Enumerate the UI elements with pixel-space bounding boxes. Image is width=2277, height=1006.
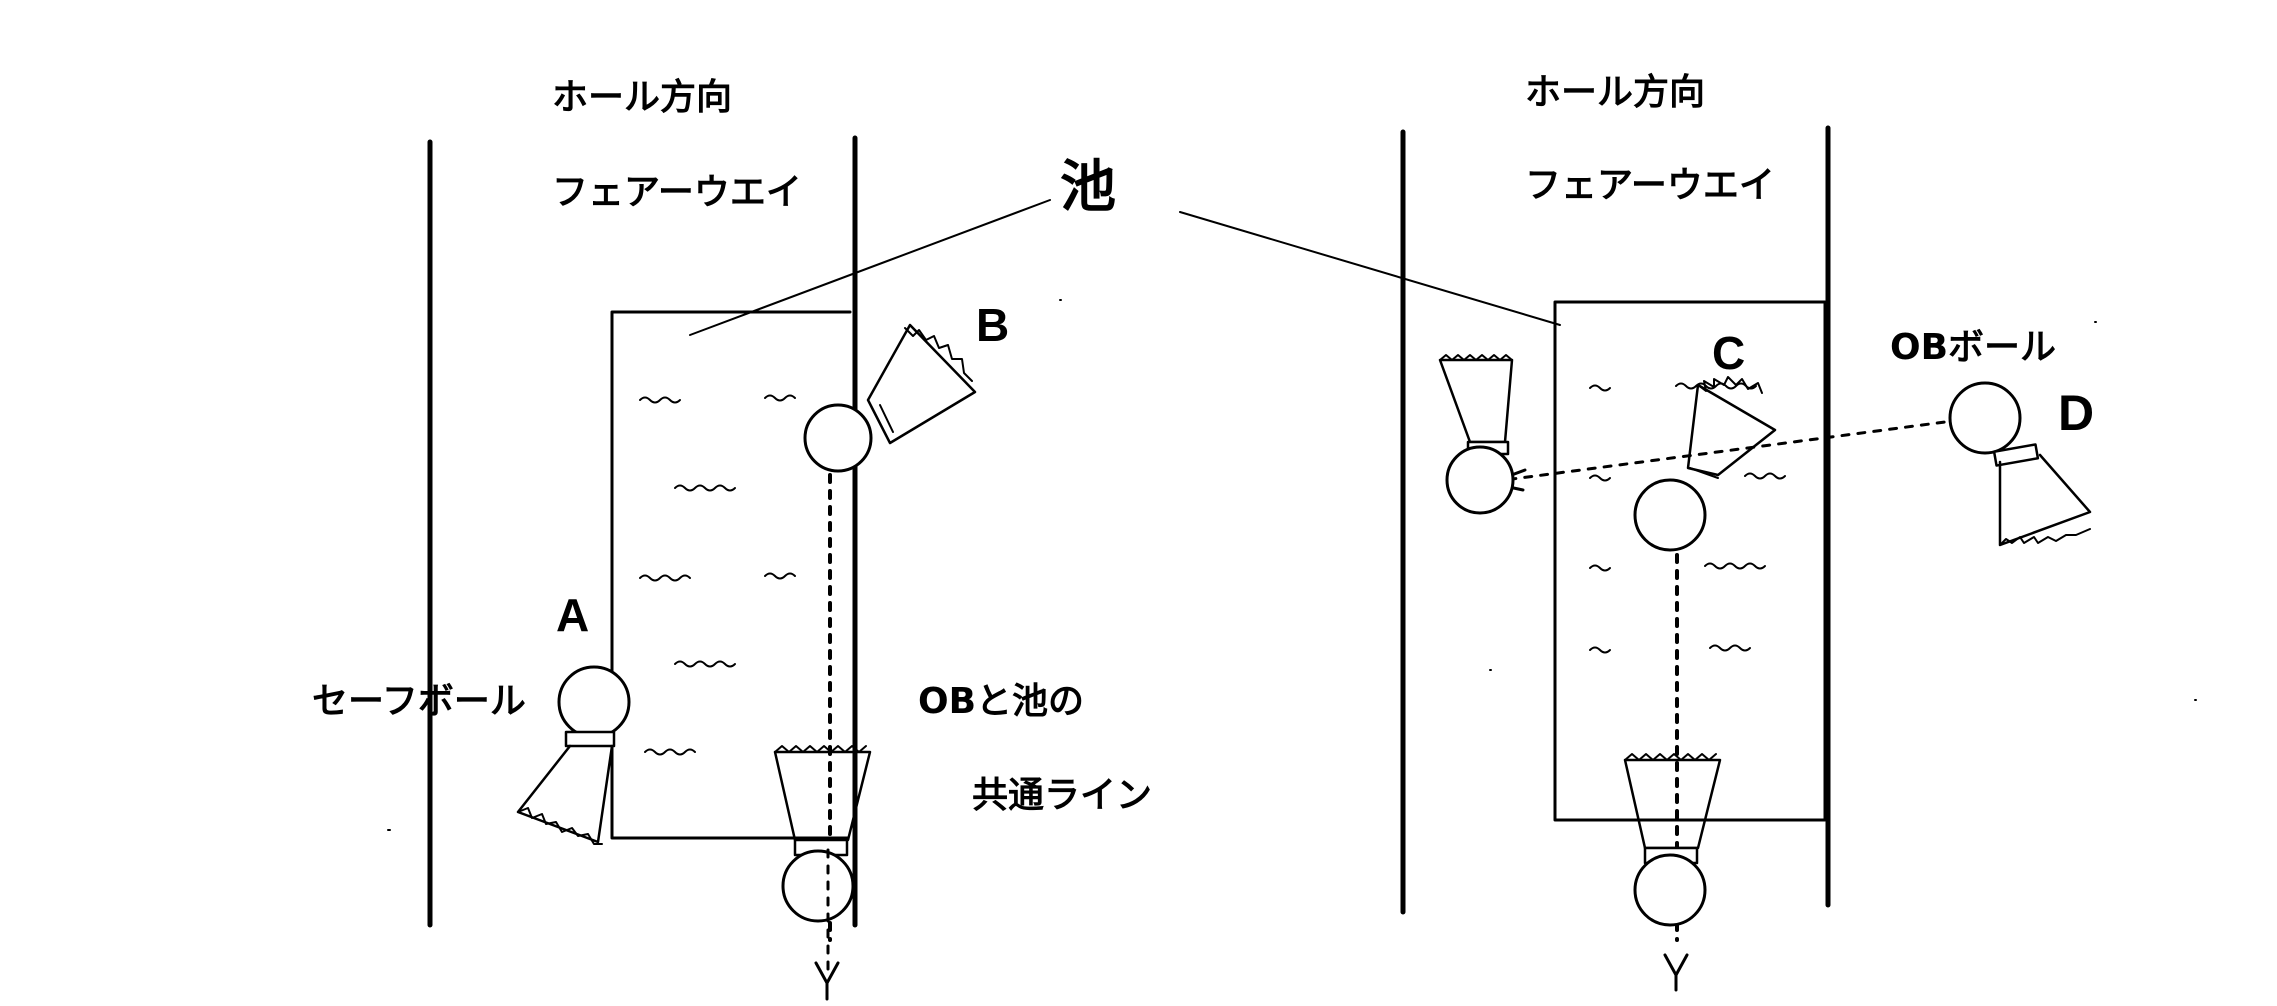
left-fairway-label: フェアーウエイ [552, 172, 802, 213]
right-pond-waves [1589, 382, 1786, 654]
ball-d-marker [1948, 381, 2092, 547]
ob-ball-d-path [1503, 418, 1962, 482]
ob-pond-line-label-2: 共通ライン [972, 775, 1153, 816]
ball-d-label: D [2058, 385, 2095, 441]
left-pond-waves [639, 394, 796, 756]
ball-a-marker [516, 665, 631, 845]
right-arrowhead [1663, 953, 1689, 992]
left-hole-direction-label: ホール方向 [552, 77, 733, 118]
left-pond-boundary [610, 310, 852, 840]
ball-a-label: A [556, 589, 590, 641]
pond-label: 池 [1060, 155, 1116, 220]
right-pond-boundary [1553, 300, 1827, 822]
pond-pointer-right [1179, 211, 1561, 326]
right-drop-ball-side [1438, 354, 1515, 515]
left-arrowhead [814, 961, 840, 1001]
ob-pond-line-label-1: OBと池の [918, 681, 1085, 722]
ball-b-label: B [976, 299, 1010, 351]
pond-pointer-left [689, 199, 1051, 336]
right-fairway-label: フェアーウエイ [1525, 165, 1775, 206]
ball-b-marker [803, 323, 977, 473]
left-drop-ball [773, 745, 872, 923]
ball-c-marker [1633, 376, 1777, 552]
ob-ball-label: OBボール [1890, 327, 2057, 368]
right-hole-direction-label: ホール方向 [1525, 72, 1706, 113]
safe-ball-label: セーフボール [312, 681, 526, 722]
right-drop-ball [1623, 753, 1722, 927]
stray-dots [387, 299, 2197, 831]
ball-c-label: C [1712, 327, 1746, 379]
